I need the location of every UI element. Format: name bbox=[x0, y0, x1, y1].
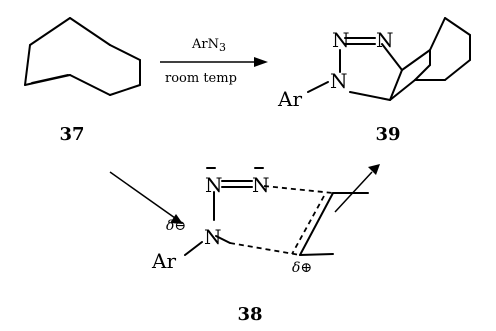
triazoline-product-structure bbox=[307, 17, 471, 101]
product-n3: N bbox=[330, 69, 348, 93]
product-n1: N bbox=[332, 28, 350, 52]
intermediate-n2: N bbox=[252, 173, 270, 197]
partial-positive-charge: δ⊕ bbox=[292, 260, 312, 276]
intermediate-n3: N bbox=[204, 225, 222, 249]
compound-38-label: 38 bbox=[237, 304, 262, 325]
condition-label: room temp bbox=[165, 71, 237, 86]
top-arrow-head bbox=[254, 57, 268, 67]
arrow-to-intermediate bbox=[109, 171, 176, 219]
intermediate-ar: Ar bbox=[151, 249, 176, 273]
intermediate-structure bbox=[184, 167, 369, 256]
reagent-label: ArN3 bbox=[191, 37, 226, 54]
product-n2: N bbox=[376, 28, 394, 52]
arrow-to-product-head bbox=[368, 164, 380, 175]
compound-39-label: 39 bbox=[375, 124, 400, 145]
partial-negative-charge: δ⊖ bbox=[166, 218, 186, 234]
norbornene-structure bbox=[24, 17, 141, 96]
compound-37-label: 37 bbox=[59, 124, 84, 145]
product-ar: Ar bbox=[277, 87, 302, 111]
intermediate-n1: N bbox=[205, 173, 223, 197]
arrow-to-intermediate-head bbox=[170, 214, 183, 224]
